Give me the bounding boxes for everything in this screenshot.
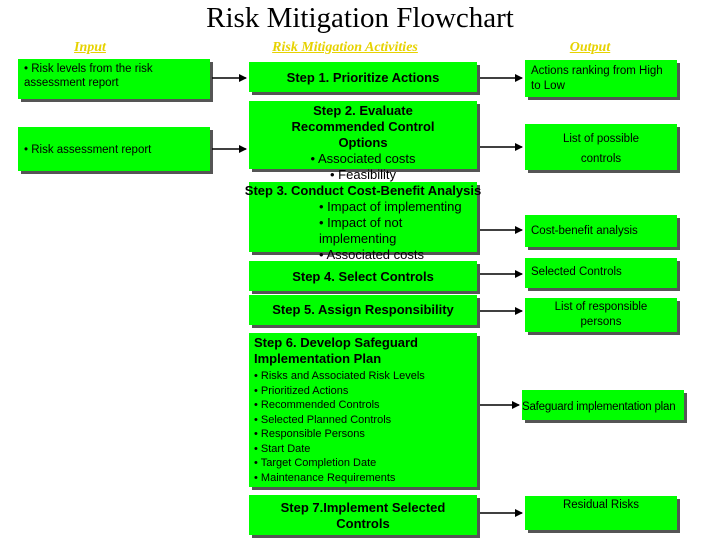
step-7-title: Step 7.Implement Selected Controls <box>280 500 446 531</box>
output-text-2: List of possible controls <box>562 133 640 165</box>
step-2-item: • Feasibility <box>330 167 396 182</box>
output-box-5: List of responsible persons <box>525 298 677 332</box>
step-6-title: Step 6. Develop Safeguard Implementation… <box>254 335 418 366</box>
step-6-item: • Risks and Associated Risk Levels <box>254 370 425 382</box>
output-box-6: Safeguard implementation plan <box>522 390 684 420</box>
output-box-7: Residual Risks <box>525 496 677 530</box>
output-text-6: Safeguard implementation plan <box>522 401 676 413</box>
input-box-risk-report: • Risk assessment report <box>18 127 210 171</box>
output-text-7: Residual Risks <box>562 499 640 511</box>
input-column-header: Input <box>74 40 106 55</box>
output-text-1: Actions ranking from High to Low <box>531 65 663 92</box>
step-2-box: Step 2. Evaluate Recommended Control Opt… <box>249 101 477 182</box>
step-6-item: • Start Date <box>254 442 311 455</box>
step-2-title: Step 2. Evaluate Recommended Control Opt… <box>291 103 435 150</box>
step-1-box: Step 1. Prioritize Actions <box>249 62 477 92</box>
step-4-box: Step 4. Select Controls <box>249 261 477 291</box>
diagram-title: Risk Mitigation Flowchart <box>206 2 514 34</box>
step-6-item: • Selected Planned Controls <box>254 413 392 426</box>
step-3-title: Step 3. Conduct Cost-Benefit Analysis <box>244 183 482 198</box>
step-6-item: • Target Completion Date <box>254 457 377 469</box>
output-box-4: Selected Controls <box>525 258 677 288</box>
step-3-item: • Impact of implementing <box>319 199 462 214</box>
step-3-item: • Impact of not implementing <box>319 215 403 246</box>
step-4-title: Step 4. Select Controls <box>292 269 434 284</box>
output-text-4: Selected Controls <box>531 266 622 278</box>
step-6-item: • Responsible Persons <box>254 428 365 440</box>
output-text-3: Cost-benefit analysis <box>531 225 638 237</box>
step-3-item: • Associated costs <box>319 247 424 262</box>
step-3-box: Step 3. Conduct Cost-Benefit Analysis • … <box>245 182 481 262</box>
output-box-1: Actions ranking from High to Low <box>525 60 677 97</box>
output-text-5: List of responsible persons <box>554 301 648 328</box>
input-box-risk-levels: • Risk levels from the risk assessment r… <box>18 59 210 99</box>
input-text-risk-report: • Risk assessment report <box>24 144 152 156</box>
step-5-title: Step 5. Assign Responsibility <box>272 302 454 317</box>
step-6-item: • Maintenance Requirements <box>254 471 396 484</box>
step-5-box: Step 5. Assign Responsibility <box>249 295 477 325</box>
step-1-title: Step 1. Prioritize Actions <box>286 70 440 85</box>
step-6-item: • Recommended Controls <box>254 399 380 411</box>
input-text-risk-levels: • Risk levels from the risk assessment r… <box>24 63 153 89</box>
step-7-box: Step 7.Implement Selected Controls <box>249 495 477 535</box>
step-2-item: • Associated costs <box>310 151 416 166</box>
output-box-2: List of possible controls <box>525 124 677 170</box>
step-6-box: Step 6. Develop Safeguard Implementation… <box>249 333 477 487</box>
output-column-header: Output <box>569 40 611 55</box>
step-6-item: • Prioritized Actions <box>254 384 349 397</box>
activities-column-header: Risk Mitigation Activities <box>272 40 418 55</box>
output-box-3: Cost-benefit analysis <box>525 215 677 247</box>
